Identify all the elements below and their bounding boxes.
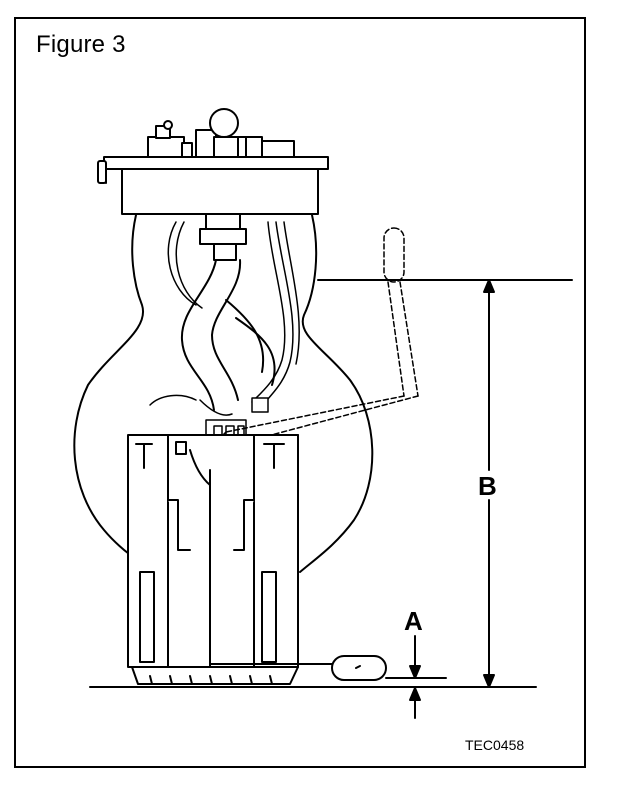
outlet-fitting bbox=[199, 213, 247, 261]
level-sensor bbox=[209, 655, 387, 681]
tank-outline bbox=[73, 214, 374, 573]
figure-frame bbox=[14, 17, 586, 768]
pump-flange bbox=[97, 108, 329, 215]
label-a: A bbox=[404, 606, 423, 636]
pump-reservoir bbox=[127, 434, 299, 685]
label-b: B bbox=[478, 471, 497, 501]
dimension-b bbox=[317, 279, 573, 688]
float-arm bbox=[205, 227, 419, 467]
figure-title: Figure 3 bbox=[36, 31, 126, 58]
dimension-a bbox=[385, 635, 447, 719]
wiring-harness bbox=[149, 221, 300, 416]
figure-code: TEC0458 bbox=[465, 737, 525, 753]
fuel-hose bbox=[180, 259, 276, 411]
